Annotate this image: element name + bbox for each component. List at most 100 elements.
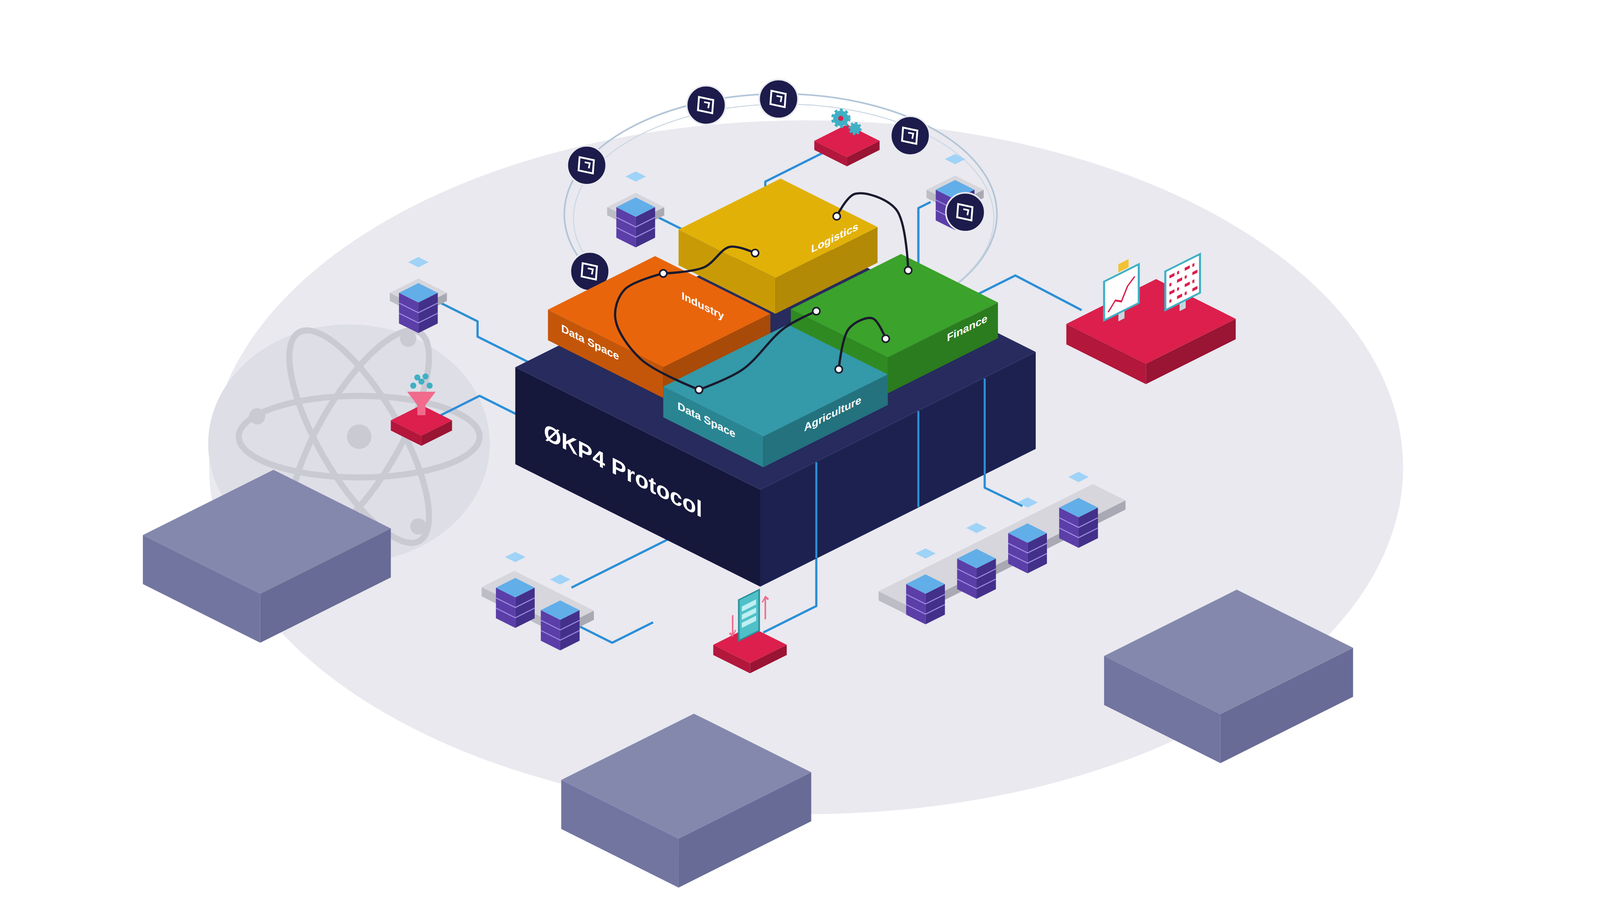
server-stripe [616, 217, 656, 228]
server-top-glow [944, 153, 966, 165]
binary-dash [1169, 299, 1172, 304]
binary-dash [1169, 289, 1175, 295]
phone-icon [729, 585, 769, 646]
binary-dash [1176, 277, 1183, 283]
server-top-glow [625, 171, 646, 182]
token-disc [759, 79, 798, 119]
binary-dash [1184, 291, 1187, 296]
token-disc [945, 192, 985, 232]
server-stripe [1059, 527, 1099, 538]
binary-dash [1192, 263, 1195, 268]
binary-dash [1176, 293, 1183, 300]
server-stripe [616, 227, 656, 238]
token-mark [697, 96, 714, 114]
data-space-block: Data SpaceAgriculture [663, 324, 888, 468]
funnel-dot [410, 382, 417, 389]
funnel-icon [407, 391, 436, 416]
server-stripe [1008, 553, 1047, 564]
data-wire [438, 301, 531, 364]
server-top-face [906, 574, 945, 594]
server-stripe [1059, 517, 1099, 528]
face-wire [983, 378, 986, 475]
token-mark [587, 268, 594, 275]
block-top-face [678, 177, 878, 278]
token-mark [581, 263, 597, 280]
gear-hub [838, 115, 844, 122]
face-wire [917, 411, 920, 508]
monitor-screen [1104, 264, 1139, 321]
gear-icon [832, 110, 849, 126]
binary-dash [1192, 285, 1198, 292]
token-mark [584, 162, 590, 169]
monitor-screen [1165, 253, 1201, 310]
binary-dash [1176, 287, 1179, 292]
monitor-icon [1104, 253, 1139, 329]
binary-dash [1169, 282, 1172, 287]
token-disc [890, 116, 930, 156]
gear-icon [850, 123, 861, 134]
ground-ellipse [209, 120, 1403, 815]
data-wire [438, 395, 523, 418]
phone-arrow [729, 595, 769, 638]
server-top-face [616, 197, 656, 217]
service-pad-top-face [814, 124, 880, 158]
slab-top-face [142, 469, 391, 594]
token-icon [759, 79, 798, 119]
face-wire [815, 462, 818, 559]
server-top-glow [966, 523, 987, 534]
server-stripe [540, 620, 580, 630]
server-top-face [1059, 497, 1099, 518]
atom-orbit [238, 395, 480, 478]
slab-top-face [561, 713, 811, 839]
binary-dash [1184, 281, 1190, 288]
funnel-dot [414, 374, 421, 381]
server-stripe [906, 604, 945, 615]
atom-electron [410, 518, 427, 535]
token-mark [776, 95, 782, 102]
server-stripe [956, 569, 996, 579]
server-top-glow [1068, 471, 1089, 483]
token-mark [770, 90, 786, 108]
phone-body [738, 589, 760, 642]
server-top-face [1008, 523, 1047, 543]
binary-dash [1192, 279, 1195, 284]
server-top-glow [505, 551, 526, 563]
chart-line [1108, 276, 1135, 312]
binary-dash [1192, 269, 1198, 276]
server-top-glow [549, 574, 571, 586]
slab-top-face [1104, 589, 1354, 715]
token-mark [908, 132, 914, 139]
server-top-face [495, 578, 535, 598]
monitor-icon [1165, 253, 1201, 319]
token-disc [567, 145, 607, 185]
server-stripe [495, 597, 535, 608]
server-stripe [399, 313, 438, 323]
server-top-glow [408, 257, 429, 268]
atom-core [347, 424, 372, 449]
server-top-glow [915, 548, 936, 560]
server-stripe [540, 630, 580, 641]
funnel-dot [422, 373, 429, 380]
phone-row [741, 615, 757, 629]
chart-flag [1118, 259, 1129, 273]
server-top-face [540, 600, 580, 620]
server-stripe [906, 594, 945, 604]
token-icon [945, 192, 985, 232]
server-stripe [956, 579, 996, 589]
token-mark [578, 157, 594, 174]
binary-dash [1184, 265, 1190, 271]
token-mark [902, 127, 918, 144]
server-top-face [956, 549, 996, 569]
atom-electron [249, 408, 266, 425]
binary-dash [1184, 275, 1187, 280]
atom-electron [399, 330, 417, 348]
server-stripe [399, 303, 438, 313]
funnel-dot [426, 382, 433, 389]
server-top-face [399, 283, 438, 303]
monitor-pad-top-face [1066, 279, 1236, 364]
token-mark [704, 101, 710, 108]
server-stripe [1008, 543, 1047, 554]
binary-dash [1176, 270, 1179, 275]
server-top-glow [1017, 497, 1038, 508]
